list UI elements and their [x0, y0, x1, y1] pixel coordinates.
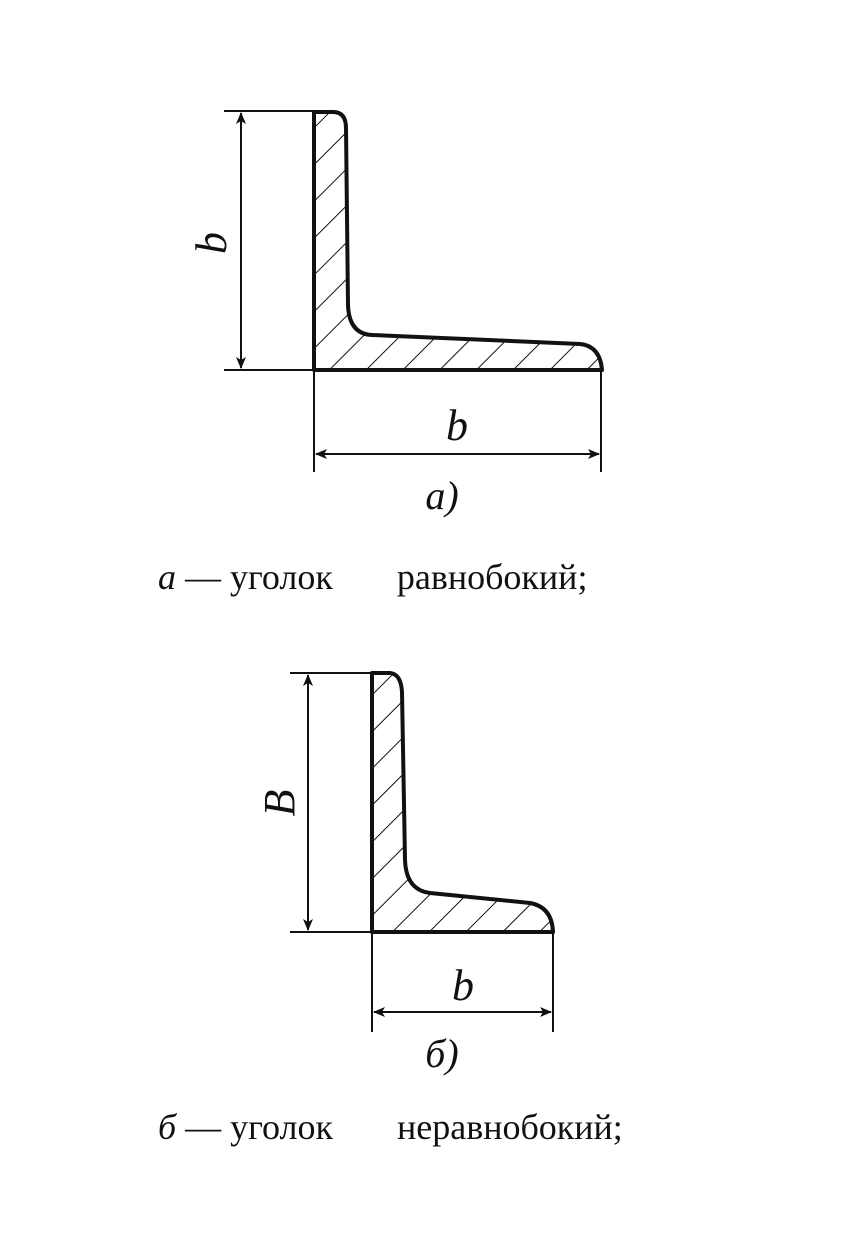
caption-a: a — уголок равнобокий; [158, 556, 587, 598]
caption-a-letter: a [158, 557, 176, 597]
angle-section-b [370, 671, 555, 934]
caption-b-word2: неравнобокий; [396, 1107, 623, 1147]
caption-a-dash: — [185, 557, 221, 597]
figure-label-b: б) [425, 1031, 458, 1076]
caption-b: б — уголок неравнобокий; [158, 1106, 623, 1148]
caption-b-dash: — [185, 1107, 222, 1147]
figure-a-equal-angle: b b a) [187, 110, 604, 518]
caption-a-word2: равнобокий; [396, 557, 588, 597]
dimension-label-horizontal-b: b [452, 961, 474, 1010]
dimension-label-horizontal-a: b [446, 401, 468, 450]
caption-b-letter: б [158, 1107, 177, 1147]
angle-section-a [312, 110, 604, 372]
dimension-label-vertical-a: b [187, 232, 236, 254]
caption-a-word1: уголок [230, 557, 333, 597]
dimension-label-vertical-b: B [255, 790, 304, 817]
figure-label-a: a) [425, 473, 458, 518]
figure-b-unequal-angle: B b б) [255, 671, 555, 1076]
caption-b-word1: уголок [230, 1107, 333, 1147]
